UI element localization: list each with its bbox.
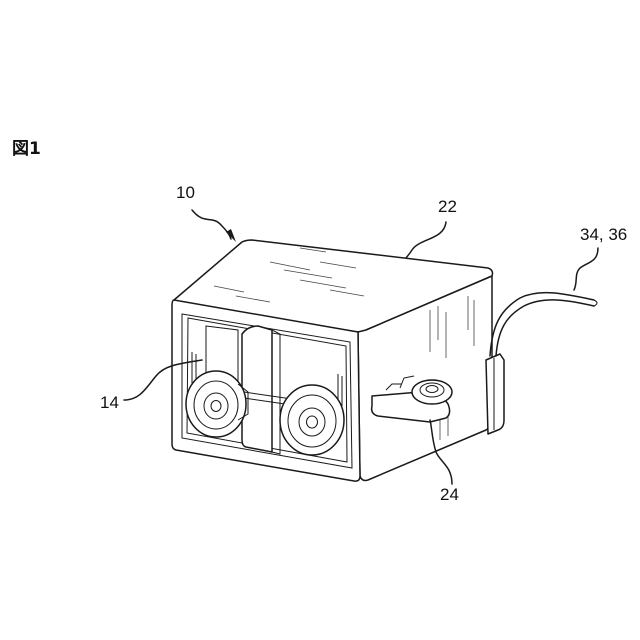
- leader-wires: [574, 248, 598, 290]
- arrowhead-device: [226, 229, 236, 242]
- label-wires: 34, 36: [580, 225, 627, 244]
- leader-device: [192, 210, 231, 239]
- label-device: 10: [176, 183, 195, 202]
- right-roller: [280, 385, 344, 455]
- label-bracket: 24: [440, 485, 459, 504]
- wire-assembly: [486, 293, 597, 434]
- figure-title: 図1: [12, 139, 41, 159]
- wire-36: [496, 300, 594, 356]
- center-divider: [242, 326, 272, 452]
- label-rollers: 14: [100, 393, 119, 412]
- wire-clip: [486, 354, 504, 434]
- label-housing: 22: [438, 197, 457, 216]
